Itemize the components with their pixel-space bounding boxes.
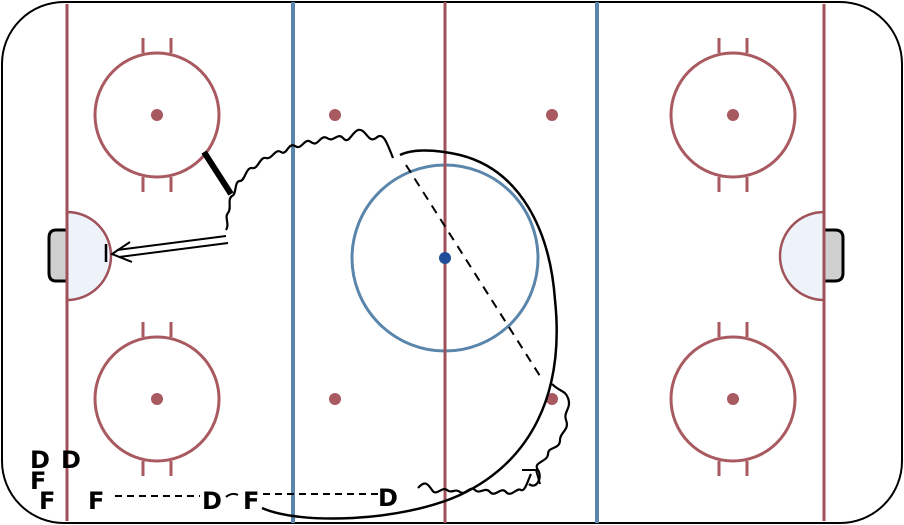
neutral-zone-dot-top-left — [329, 109, 341, 121]
player-f-bottom-mid: F — [243, 487, 259, 515]
skate-path-loop — [261, 149, 558, 520]
drill-paths — [109, 128, 571, 520]
faceoff-circle-top-left — [93, 38, 221, 192]
faceoff-circle-top-right — [669, 38, 797, 192]
stickhandle-path-right — [528, 383, 571, 487]
neutral-zone-dot-bottom-left — [329, 393, 341, 405]
neutral-zone-dot-bottom-right — [546, 393, 558, 405]
faceoff-circle-bottom-right — [669, 322, 797, 476]
player-f-left-mid: F — [30, 467, 46, 495]
player-d-right-top: D — [61, 446, 81, 474]
right-goal-net — [822, 228, 845, 283]
player-d-bottom-right: D — [378, 484, 398, 512]
stick-mark — [201, 150, 234, 196]
player-d-bottom-mid: D — [202, 487, 222, 515]
player-d-left-top: D — [30, 446, 50, 474]
pass-line-diagonal — [405, 164, 541, 377]
pass-hook — [225, 492, 239, 498]
player-f-bottom: F — [88, 487, 104, 515]
stickhandle-path-lower — [417, 473, 532, 495]
neutral-zone-dot-top-right — [546, 109, 558, 121]
shot-arrowhead — [109, 241, 133, 263]
left-goal-net — [47, 228, 69, 283]
left-goal-crease — [65, 210, 113, 302]
player-f-left-bottom: F — [39, 487, 55, 515]
faceoff-circle-bottom-left — [93, 322, 221, 476]
right-goal-crease — [778, 210, 826, 302]
stickhandle-path-upper — [225, 128, 395, 231]
center-faceoff-dot — [439, 252, 451, 264]
